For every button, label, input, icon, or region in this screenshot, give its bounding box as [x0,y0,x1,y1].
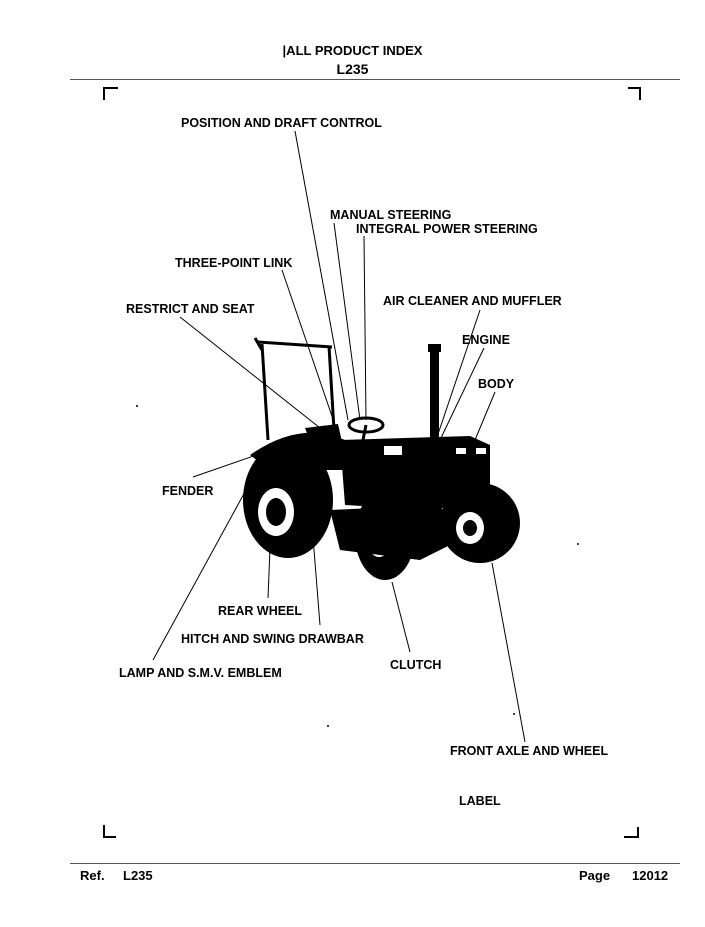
leader-lines [152,130,526,743]
callout-restrict-and-seat[interactable]: RESTRICT AND SEAT [126,302,255,316]
callout-fender[interactable]: FENDER [162,484,214,498]
tractor-illustration [243,337,520,580]
callout-front-axle-and-wheel[interactable]: FRONT AXLE AND WHEEL [450,744,609,758]
callout-position-and-draft-control[interactable]: POSITION AND DRAFT CONTROL [181,116,382,130]
header-divider [70,79,680,80]
callout-lamp-and-smv-emblem[interactable]: LAMP AND S.M.V. EMBLEM [119,666,282,680]
footer-page-label: Page [579,868,611,883]
callout-label[interactable]: LABEL [459,794,501,808]
callout-manual-steering[interactable]: MANUAL STEERING [330,208,452,222]
callout-engine[interactable]: ENGINE [462,333,510,347]
specks [136,405,579,727]
callout-air-cleaner-and-muffler[interactable]: AIR CLEANER AND MUFFLER [383,294,562,308]
callout-body[interactable]: BODY [478,377,515,391]
callout-clutch[interactable]: CLUTCH [390,658,442,672]
crop-marks [103,87,641,838]
callout-integral-power-steering[interactable]: INTEGRAL POWER STEERING [356,222,538,236]
footer-ref-label: Ref. [80,868,105,883]
callout-rear-wheel[interactable]: REAR WHEEL [218,604,303,618]
footer-ref-value: L235 [123,868,153,883]
footer-divider [70,863,680,864]
page-title: L235 [336,61,369,77]
footer-page-number: 12012 [632,868,669,883]
all-product-index-link[interactable]: |ALL PRODUCT INDEX [282,43,423,58]
callout-hitch-and-swing-drawbar[interactable]: HITCH AND SWING DRAWBAR [181,632,364,646]
callout-three-point-link[interactable]: THREE-POINT LINK [175,256,293,270]
